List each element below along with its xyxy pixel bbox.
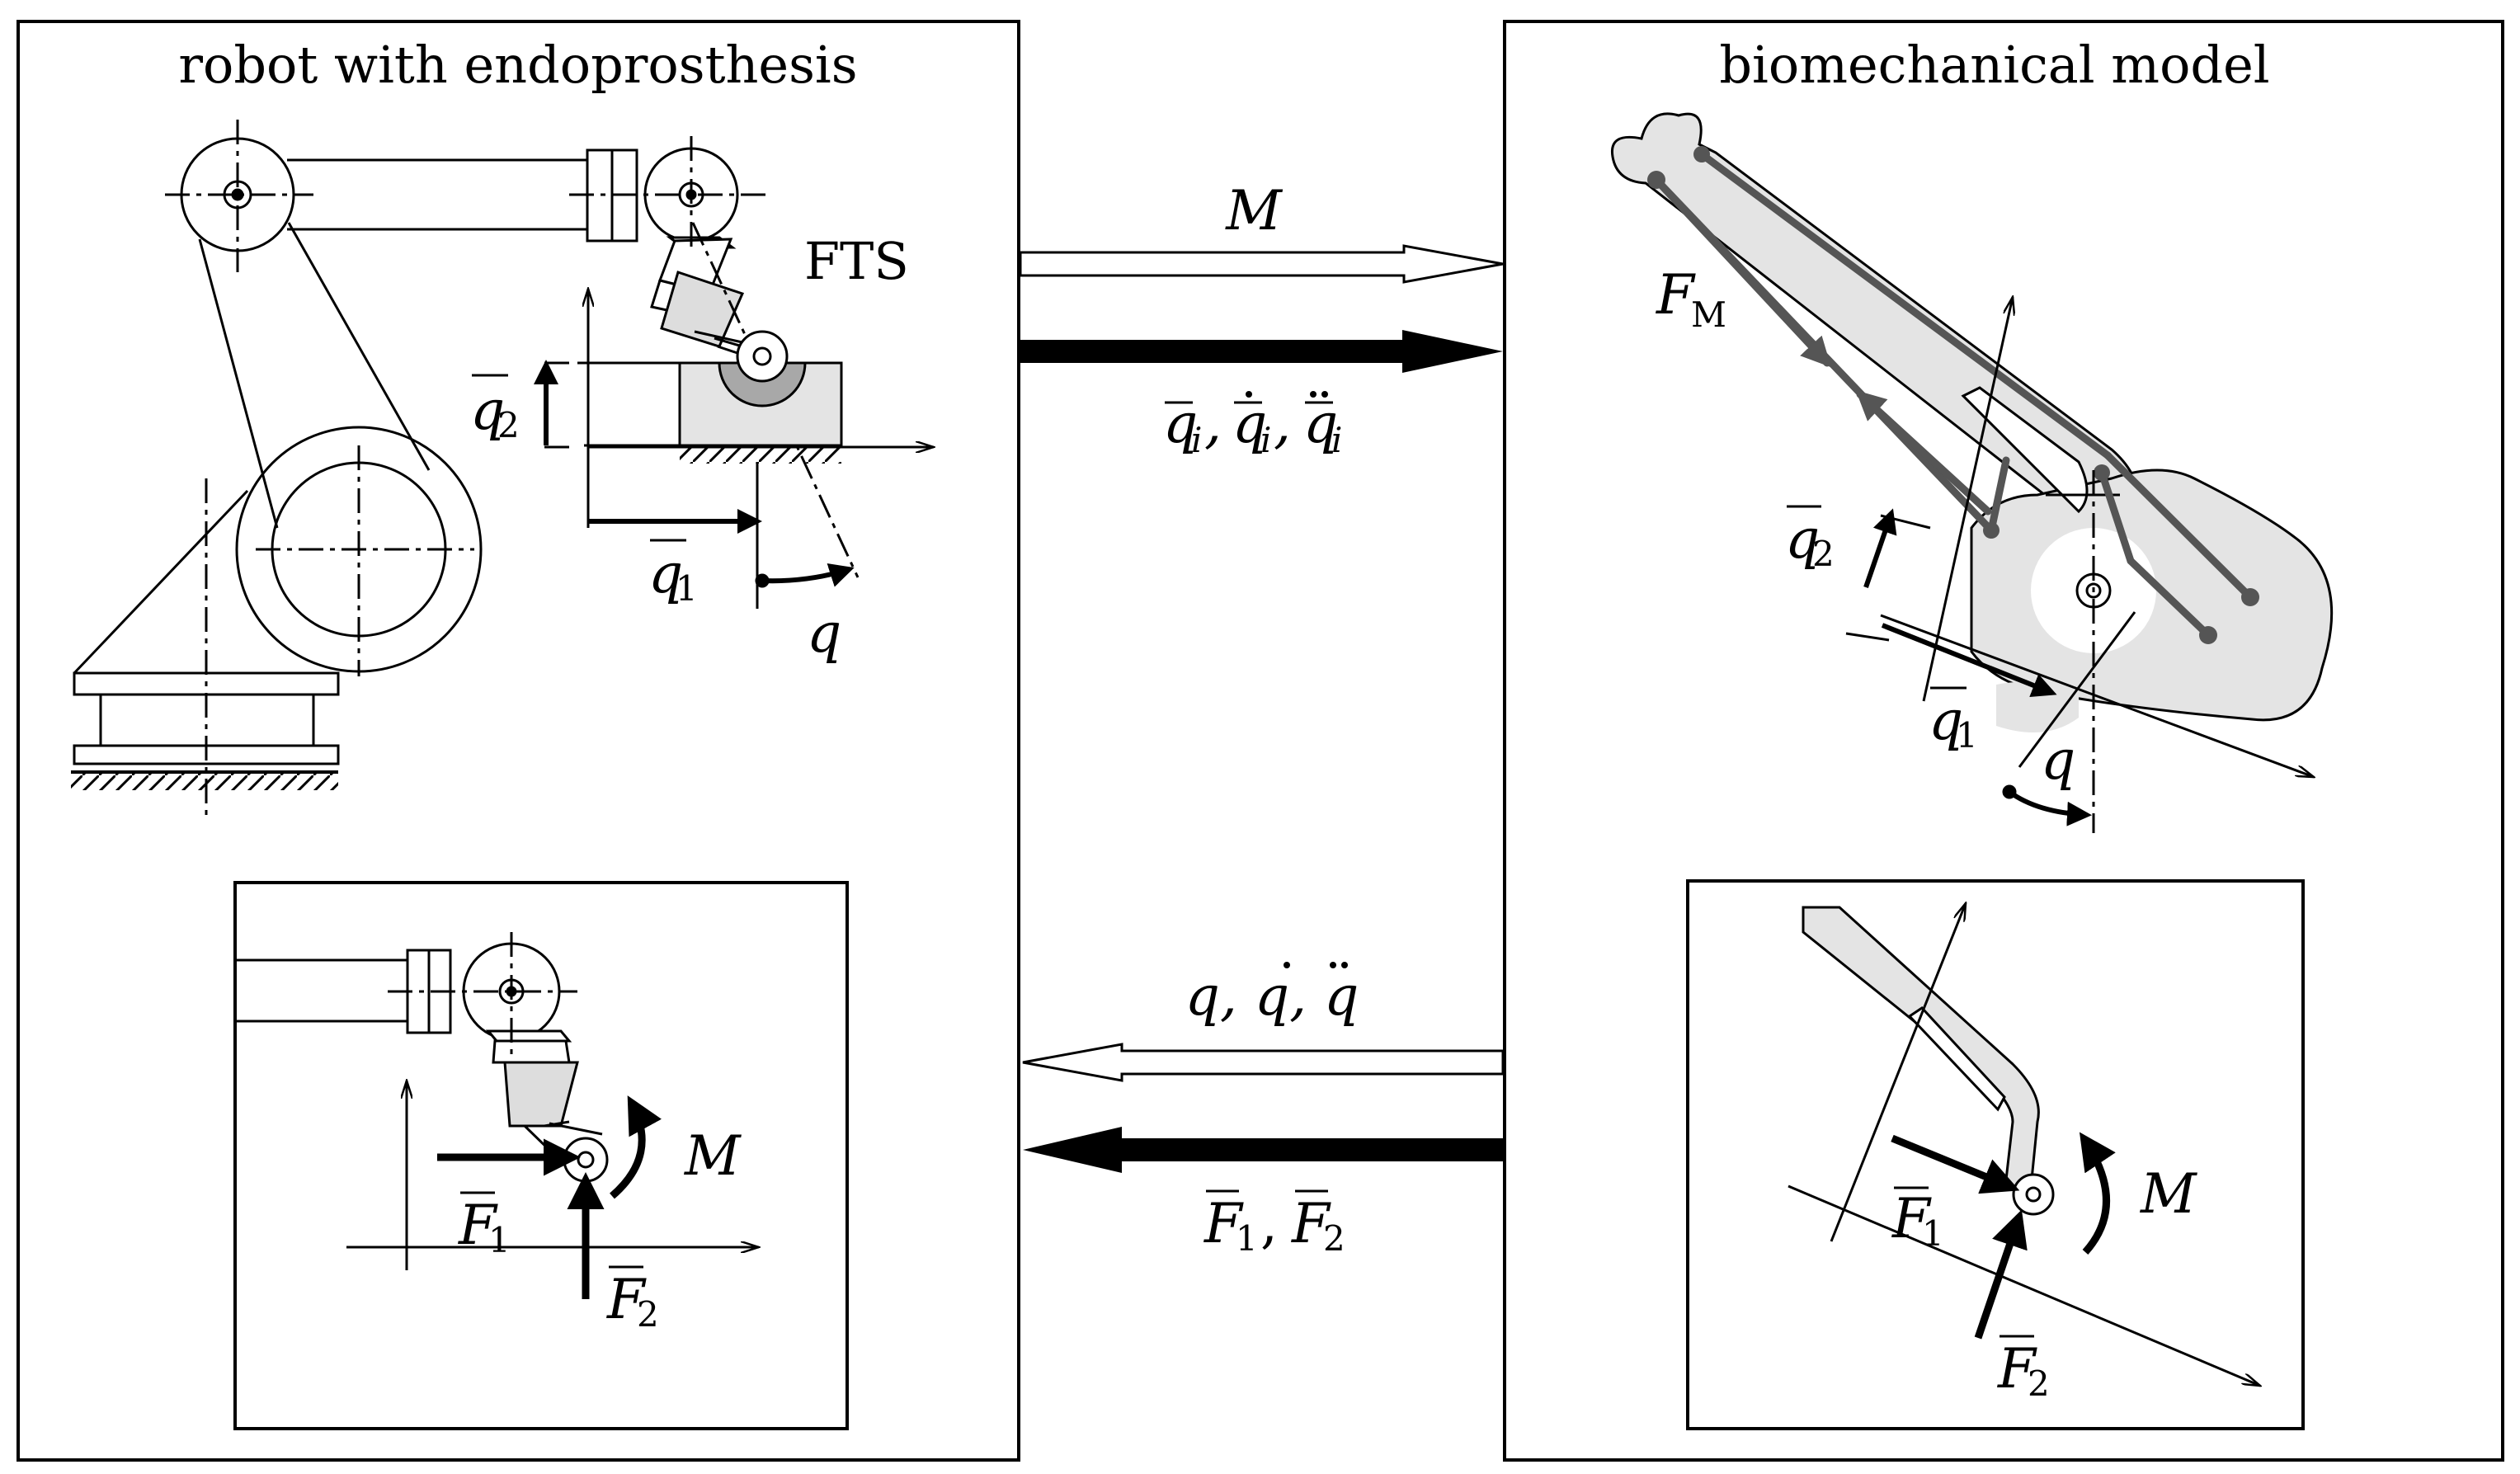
svg-text:q: q bbox=[1929, 689, 1963, 752]
left-q-label: q bbox=[807, 601, 841, 665]
bottom-solid-arrow: F 1 , F 2 bbox=[1023, 1127, 1503, 1259]
svg-text:2: 2 bbox=[2028, 1363, 2050, 1404]
top-solid-label: q i , q i , q i bbox=[1163, 391, 1342, 460]
svg-text:,: , bbox=[1274, 392, 1291, 455]
svg-text:F: F bbox=[606, 1268, 647, 1331]
right-coordinates bbox=[1845, 297, 2314, 833]
coupling-arrows: M q i , q i , q i bbox=[1019, 179, 1505, 1259]
svg-text:i: i bbox=[1331, 420, 1342, 460]
bottom-solid-label: F 1 , F 2 bbox=[1203, 1189, 1345, 1259]
right-panel-frame bbox=[1503, 20, 2504, 1462]
left-panel-frame bbox=[16, 20, 1020, 1462]
right-q-label: q bbox=[2041, 728, 2075, 792]
svg-text:2: 2 bbox=[1323, 1218, 1345, 1259]
svg-text:q: q bbox=[1163, 392, 1198, 455]
left-inset: M F 1 F 2 bbox=[233, 881, 849, 1430]
svg-text:q: q bbox=[648, 542, 683, 605]
svg-text:i: i bbox=[1260, 420, 1271, 460]
left-q1-label: q 1 bbox=[648, 539, 698, 609]
svg-text:q: q bbox=[1785, 507, 1820, 571]
svg-text:F: F bbox=[1656, 263, 1696, 327]
left-q2-label: q 2 bbox=[470, 374, 520, 445]
svg-text:1: 1 bbox=[676, 568, 698, 609]
femur-bone bbox=[1610, 112, 2334, 732]
svg-text:1: 1 bbox=[1236, 1218, 1258, 1259]
svg-text:F: F bbox=[1891, 1187, 1932, 1250]
svg-text:F: F bbox=[1291, 1192, 1331, 1255]
svg-text:i: i bbox=[1191, 420, 1202, 460]
svg-text:F: F bbox=[458, 1194, 498, 1257]
svg-text:2: 2 bbox=[1812, 534, 1835, 574]
joint-block bbox=[577, 330, 843, 464]
svg-text:,: , bbox=[1260, 1192, 1278, 1255]
right-fm-label: F M bbox=[1656, 263, 1726, 335]
svg-text:q, q, q: q, q, q bbox=[1185, 964, 1359, 1028]
right-q1-label: q 1 bbox=[1929, 686, 1978, 756]
svg-text:F: F bbox=[1203, 1192, 1244, 1255]
bottom-hollow-arrow: q, q, q bbox=[1022, 962, 1505, 1082]
left-inset-moment: M bbox=[684, 1124, 742, 1188]
svg-text:1: 1 bbox=[1922, 1213, 1944, 1254]
right-inset-f1: F 1 bbox=[1891, 1186, 1944, 1254]
right-panel: biomechanical model bbox=[1503, 20, 2504, 1462]
svg-text:q: q bbox=[1303, 392, 1338, 455]
fts-label: FTS bbox=[804, 231, 909, 291]
svg-text:2: 2 bbox=[637, 1294, 659, 1335]
left-panel: robot with endoprosthesis bbox=[16, 20, 1020, 1462]
svg-text:q: q bbox=[470, 379, 505, 442]
right-inset-f2: F 2 bbox=[1997, 1335, 2050, 1404]
left-panel-title: robot with endoprosthesis bbox=[178, 35, 857, 95]
right-panel-title: biomechanical model bbox=[1719, 35, 2269, 95]
right-inset-moment: M bbox=[2140, 1162, 2197, 1226]
muscles bbox=[1647, 146, 2259, 644]
left-inset-f1: F 1 bbox=[458, 1191, 511, 1260]
svg-text:1: 1 bbox=[488, 1220, 511, 1260]
svg-text:q: q bbox=[1232, 392, 1267, 455]
top-solid-arrow: q i , q i , q i bbox=[1020, 330, 1503, 460]
svg-text:M: M bbox=[1691, 294, 1726, 335]
svg-text:F: F bbox=[1997, 1337, 2037, 1401]
right-inset: M F 1 F 2 bbox=[1686, 879, 2305, 1430]
svg-text:,: , bbox=[1204, 392, 1222, 455]
left-inset-f2: F 2 bbox=[606, 1265, 659, 1335]
left-coordinates bbox=[534, 289, 934, 609]
svg-text:1: 1 bbox=[1956, 715, 1978, 756]
top-hollow-arrow: M bbox=[1019, 179, 1504, 284]
right-q2-label: q 2 bbox=[1785, 505, 1835, 574]
svg-text:M: M bbox=[1225, 179, 1283, 243]
svg-text:2: 2 bbox=[497, 405, 520, 445]
